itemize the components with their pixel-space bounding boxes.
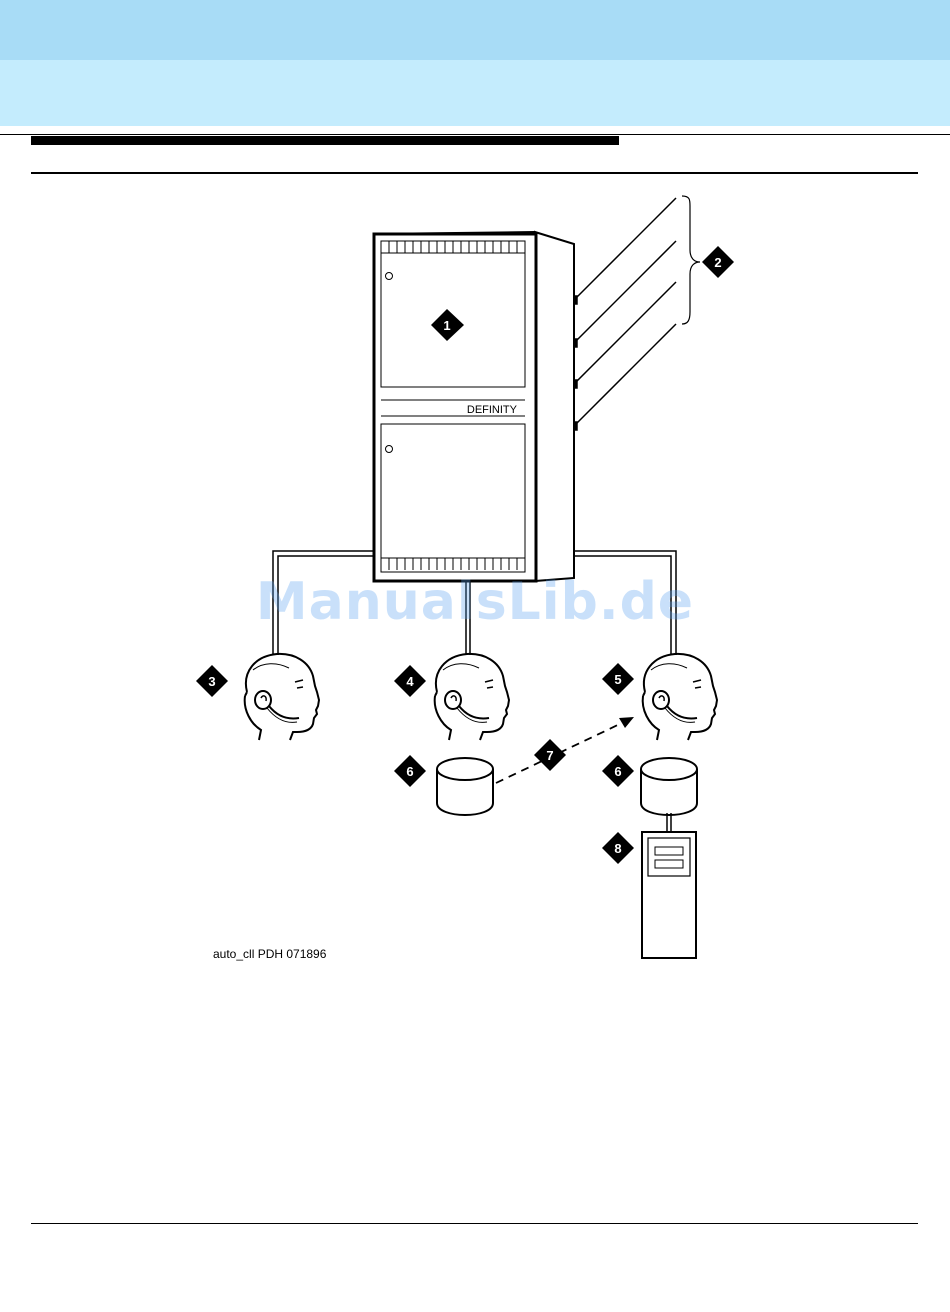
- data-terminal: [642, 813, 696, 958]
- svg-text:2: 2: [714, 255, 721, 270]
- svg-text:4: 4: [406, 674, 414, 689]
- switch-label: DEFINITY: [467, 404, 518, 416]
- database-cylinder-right: [641, 758, 697, 815]
- svg-text:7: 7: [546, 748, 553, 763]
- agent-head-3: [245, 654, 319, 740]
- trunk-lines: [572, 198, 676, 430]
- callout-8: 8: [602, 832, 634, 864]
- callout-5: 5: [602, 663, 634, 695]
- callout-2: 2: [702, 246, 734, 278]
- figure-caption: auto_cll PDH 071896: [213, 947, 327, 961]
- database-cylinder-left: [437, 758, 493, 815]
- svg-text:3: 3: [208, 674, 215, 689]
- watermark: ManualsLib.de: [0, 572, 950, 632]
- callout-6-right: 6: [602, 755, 634, 787]
- callout-7: 7: [534, 739, 566, 771]
- svg-text:6: 6: [406, 764, 413, 779]
- agent-head-4: [435, 654, 509, 740]
- agent-head-5: [643, 654, 717, 740]
- svg-text:8: 8: [614, 841, 621, 856]
- footer-rule: [31, 1223, 918, 1224]
- svg-text:6: 6: [614, 764, 621, 779]
- svg-text:1: 1: [443, 318, 450, 333]
- definity-switch-cabinet: DEFINITY: [374, 232, 574, 581]
- callout-6-left: 6: [394, 755, 426, 787]
- callout-3: 3: [196, 665, 228, 697]
- callout-4: 4: [394, 665, 426, 697]
- svg-text:5: 5: [614, 672, 621, 687]
- trunk-brace: [682, 196, 700, 324]
